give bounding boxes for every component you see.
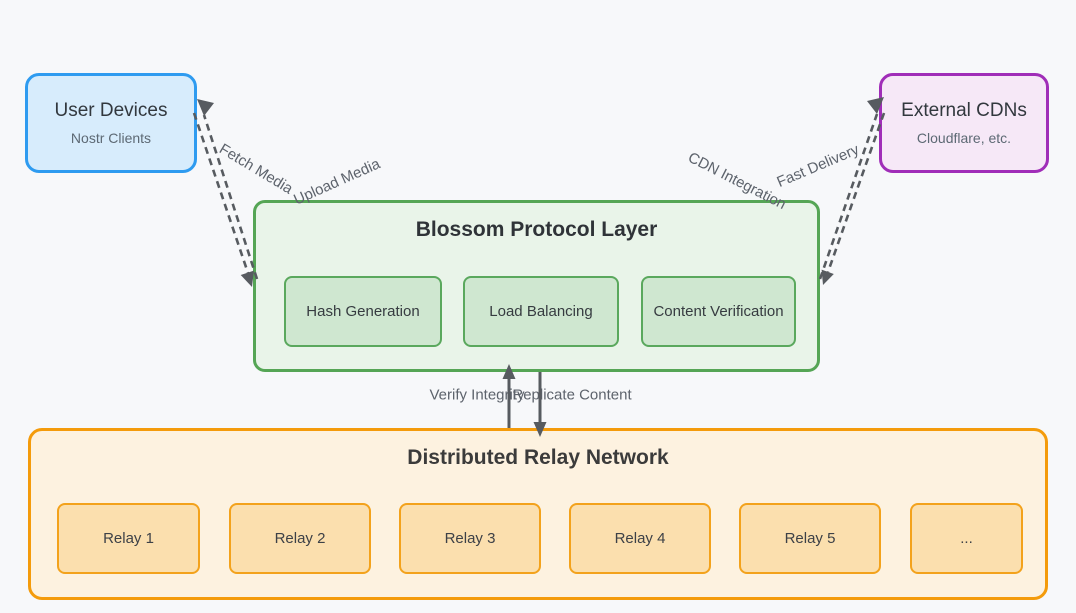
upload-media-arrowhead xyxy=(240,270,254,287)
edge-label-fast-delivery: Fast Delivery xyxy=(774,141,862,191)
node-user-devices: User Devices Nostr Clients xyxy=(25,73,197,173)
fetch-media-arrow xyxy=(202,114,259,280)
node-distributed-relay-network: Distributed Relay Network Relay 1 Relay … xyxy=(28,428,1048,600)
node-relay-4: Relay 4 xyxy=(569,503,711,574)
node-external-cdns: External CDNs Cloudflare, etc. xyxy=(879,73,1049,173)
node-blossom-protocol-layer: Blossom Protocol Layer Hash Generation L… xyxy=(253,200,820,372)
cdn-integration-arrowhead xyxy=(821,269,834,285)
node-load-balancing: Load Balancing xyxy=(463,276,619,347)
relay-network-title: Distributed Relay Network xyxy=(407,446,669,469)
user-devices-title: User Devices xyxy=(54,100,168,121)
upload-media-arrow xyxy=(192,112,250,274)
external-cdns-subtitle: Cloudflare, etc. xyxy=(916,130,1012,146)
node-relay-2: Relay 2 xyxy=(229,503,371,574)
node-relay-1: Relay 1 xyxy=(57,503,200,574)
external-cdns-title: External CDNs xyxy=(901,100,1027,121)
node-hash-generation: Hash Generation xyxy=(284,276,442,347)
edge-label-fetch-media: Fetch Media xyxy=(216,140,296,198)
node-relay-5: Relay 5 xyxy=(739,503,881,574)
node-relay-3: Relay 3 xyxy=(399,503,541,574)
node-content-verification: Content Verification xyxy=(641,276,796,347)
blossom-title: Blossom Protocol Layer xyxy=(415,218,658,241)
edge-label-verify-integrity: Verify Integrity xyxy=(429,386,525,404)
user-devices-subtitle: Nostr Clients xyxy=(70,130,152,146)
edge-label-replicate-content: Replicate Content xyxy=(512,386,632,404)
node-relay-more: ... xyxy=(910,503,1023,574)
fast-delivery-arrow xyxy=(818,113,879,280)
fetch-media-arrowhead xyxy=(197,99,214,116)
cdn-integration-arrow xyxy=(826,112,886,273)
